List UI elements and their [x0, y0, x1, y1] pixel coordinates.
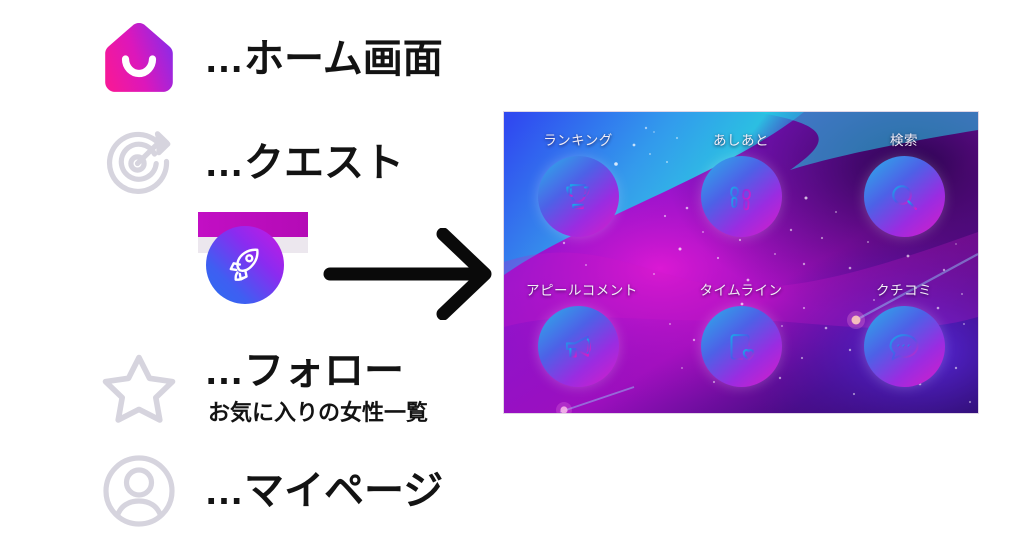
tile-circle-ranking[interactable]	[537, 156, 619, 237]
tile-ranking[interactable]: ランキング	[526, 133, 630, 237]
search-icon	[892, 184, 917, 210]
tile-circle-search[interactable]	[863, 156, 945, 237]
legend-label-quest: …クエスト	[204, 141, 404, 185]
timeline-heart-icon	[730, 333, 755, 360]
tile-label-footprints: あしあと	[713, 133, 769, 148]
legend-label-mypage: …マイページ	[204, 469, 444, 513]
tile-footprints[interactable]: あしあと	[689, 133, 793, 237]
comment-bubble-icon	[889, 333, 919, 360]
tile-circle-timeline[interactable]	[700, 306, 782, 387]
tile-circle-appeal-comment[interactable]	[537, 306, 619, 387]
tile-label-search: 検索	[890, 133, 918, 148]
legend-text-home: …ホーム画面	[204, 39, 443, 79]
tile-search[interactable]: 検索	[852, 133, 956, 237]
tile-circle-kuchikomi[interactable]	[863, 306, 945, 387]
legend-text-quest: …クエスト	[204, 143, 404, 183]
quest-target-icon	[96, 120, 204, 206]
app-home-screen-panel: ランキング	[504, 112, 978, 413]
legend-row-mypage: …マイページ	[96, 448, 443, 534]
legend-text-mypage: …マイページ	[204, 471, 443, 511]
legend-row-home: …ホーム画面	[96, 16, 443, 102]
legend-row-follow: …フォロー お気に入りの女性一覧	[96, 346, 428, 432]
home-icon	[96, 16, 204, 102]
arrow-right-icon	[322, 227, 498, 321]
legend-row-quest: …クエスト	[96, 120, 404, 206]
tile-kuchikomi[interactable]: クチコミ	[852, 283, 956, 387]
gradient-ring	[700, 156, 782, 237]
megaphone-icon	[565, 335, 591, 358]
legend-label-home: …ホーム画面	[204, 37, 443, 81]
tile-circle-footprints[interactable]	[700, 156, 782, 237]
rocket-icon[interactable]	[206, 226, 284, 304]
legend-label-follow: …フォロー	[204, 349, 404, 394]
gradient-ring	[537, 306, 619, 387]
legend-sublabel-follow: お気に入りの女性一覧	[208, 400, 429, 426]
tile-label-kuchikomi: クチコミ	[876, 283, 932, 298]
trophy-icon	[566, 183, 590, 211]
star-icon	[96, 346, 204, 432]
gradient-ring	[537, 156, 619, 237]
tile-timeline[interactable]: タイムライン	[689, 283, 793, 387]
gradient-ring	[700, 306, 782, 387]
tile-label-appeal-comment: アピールコメント	[526, 283, 638, 298]
rocket-badge-group	[198, 212, 310, 304]
tile-appeal-comment[interactable]: アピールコメント	[526, 283, 638, 387]
footprints-icon	[730, 186, 751, 210]
tile-label-ranking: ランキング	[543, 133, 613, 148]
legend-text-follow: …フォロー お気に入りの女性一覧	[204, 351, 428, 427]
tile-label-timeline: タイムライン	[699, 283, 783, 298]
gradient-ring	[863, 156, 945, 237]
account-icon	[96, 448, 204, 534]
